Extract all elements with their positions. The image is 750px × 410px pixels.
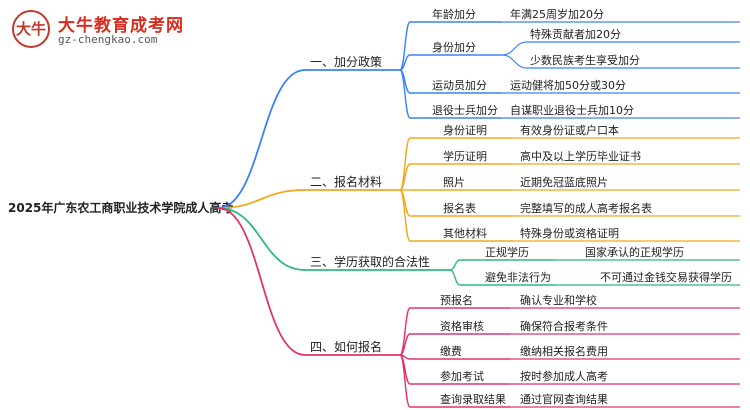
logo-mark-icon: 大牛 (12, 10, 50, 48)
detail-node-label: 有效身份证或户口本 (520, 123, 619, 137)
child-node-label: 正规学历 (485, 245, 529, 259)
child-node-label: 学历证明 (443, 149, 487, 163)
child-connector (399, 163, 411, 191)
child-node-label: 资格审核 (440, 319, 484, 333)
branch-connector (217, 69, 306, 209)
child-node-label: 避免非法行为 (485, 270, 551, 284)
logo-title: 大牛教育成考网 (58, 16, 184, 36)
detail-node-label: 不可通过金钱交易获得学历 (600, 270, 732, 284)
branch-connector (217, 189, 306, 209)
detail-connector (501, 54, 528, 69)
child-connector (399, 21, 411, 71)
detail-node-label: 确保符合报考条件 (520, 319, 608, 333)
child-node-label: 缴费 (440, 344, 462, 358)
child-connector (449, 269, 461, 286)
child-connector (399, 354, 411, 408)
detail-node-label: 少数民族考生享受加分 (530, 53, 640, 67)
detail-node-label: 自谋职业退役士兵加10分 (510, 103, 634, 117)
child-node-label: 退役士兵加分 (432, 103, 498, 117)
child-connector (399, 54, 411, 71)
child-node-label: 照片 (443, 176, 465, 189)
child-node-label: 身份证明 (443, 123, 487, 137)
branch-label: 三、学历获取的合法性 (310, 254, 430, 269)
child-node-label: 预报名 (440, 293, 473, 307)
child-connector (399, 189, 411, 242)
detail-node-label: 缴纳相关报名费用 (520, 344, 608, 358)
branch-label: 四、如何报名 (310, 339, 382, 354)
branch-label: 二、报名材料 (310, 174, 382, 189)
child-node-label: 其他材料 (443, 226, 487, 240)
detail-node-label: 特殊贡献者加20分 (530, 27, 621, 41)
child-node-label: 查询录取结果 (440, 392, 506, 406)
root-node-label: 2025年广东农工商职业技术学院成人高考 (8, 200, 233, 215)
child-node-label: 运动员加分 (432, 79, 487, 92)
detail-node-label: 高中及以上学历毕业证书 (520, 149, 641, 163)
detail-node-label: 完整填写的成人高考报名表 (520, 201, 652, 215)
branch-connector (217, 207, 306, 271)
detail-node-label: 按时参加成人高考 (520, 369, 608, 383)
detail-node-label: 国家承认的正规学历 (585, 245, 684, 259)
child-connector (449, 259, 461, 271)
site-logo: 大牛 大牛教育成考网 gz-chengkao.com (8, 8, 183, 52)
child-connector (399, 307, 411, 356)
branch-label: 一、加分政策 (310, 55, 382, 69)
detail-node-label: 近期免冠蓝底照片 (520, 175, 608, 189)
child-node-label: 报名表 (443, 201, 476, 215)
detail-node-label: 运动健将加50分或30分 (510, 79, 626, 92)
detail-node-label: 特殊身份或资格证明 (520, 226, 619, 240)
detail-connector (501, 41, 528, 56)
branch-connector (217, 207, 306, 356)
child-node-label: 参加考试 (440, 369, 484, 383)
logo-url: gz-chengkao.com (58, 33, 158, 46)
child-node-label: 年龄加分 (432, 7, 476, 21)
detail-node-label: 通过官网查询结果 (520, 392, 608, 406)
child-node-label: 身份加分 (432, 40, 476, 54)
detail-node-label: 年满25周岁加20分 (510, 7, 604, 21)
detail-node-label: 确认专业和学校 (520, 293, 597, 307)
child-connector (399, 69, 411, 119)
